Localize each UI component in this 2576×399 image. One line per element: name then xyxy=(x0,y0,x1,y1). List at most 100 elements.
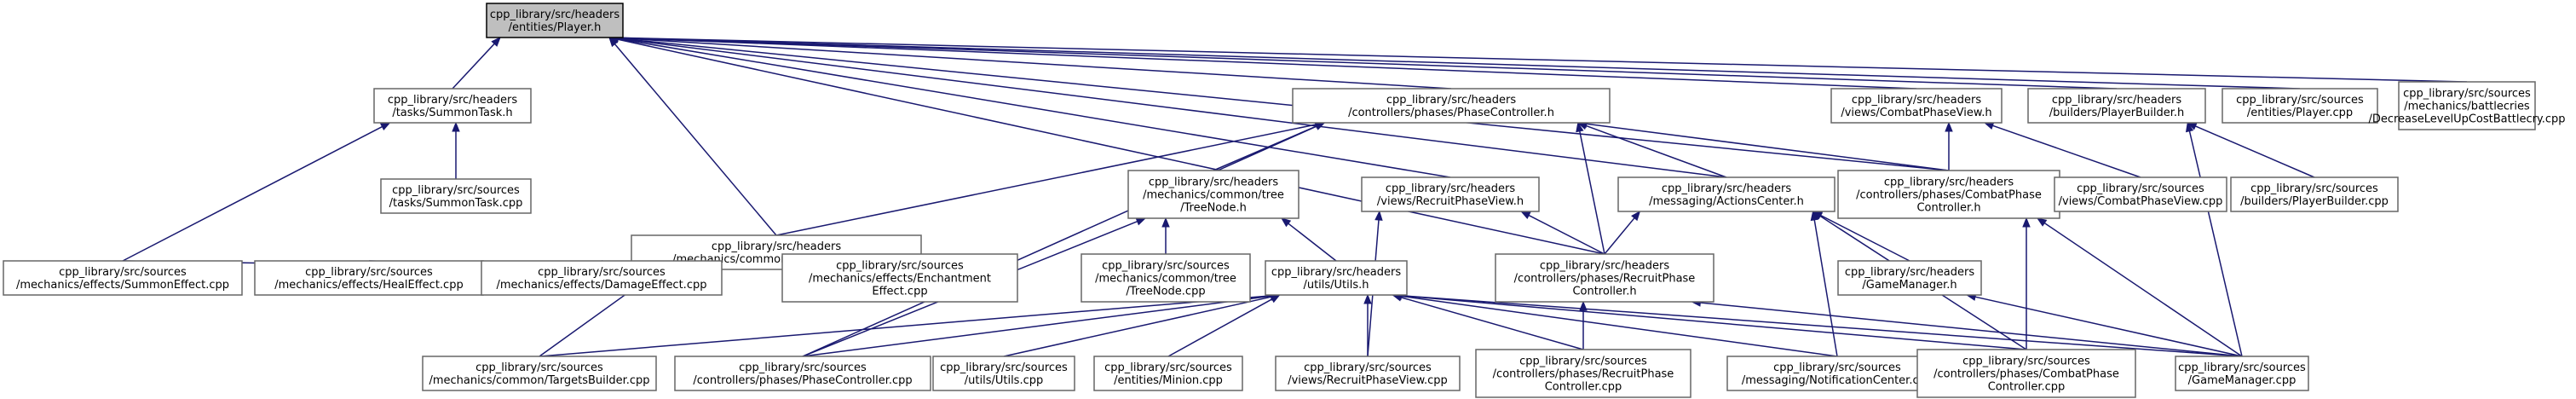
edge-arrowhead xyxy=(1631,210,1641,222)
node-label-line: /builders/PlayerBuilder.h xyxy=(2049,107,2184,119)
edge-playerbuilder-h-to-player-h xyxy=(617,37,2118,90)
edge-arrowhead xyxy=(1363,293,1372,304)
edge-player-cpp-to-player-h xyxy=(617,37,2301,90)
node-gamemanager-cpp[interactable]: cpp_library/src/sources/GameManager.cpp xyxy=(2175,356,2309,391)
edge-recruitphasecontroller-h-to-actionscenter-h xyxy=(1604,217,1635,255)
node-box xyxy=(2230,176,2399,212)
node-label-line: cpp_library/src/headers xyxy=(1852,94,1982,107)
node-label-line: /TreeNode.cpp xyxy=(1126,286,1205,298)
node-box xyxy=(1292,88,1611,124)
edge-utils-h-to-treenode-h xyxy=(1288,223,1337,262)
node-playerbuilder-h[interactable]: cpp_library/src/headers/builders/PlayerB… xyxy=(2027,88,2206,124)
node-label-line: cpp_library/src/headers xyxy=(1845,266,1975,279)
node-treenode-h[interactable]: cpp_library/src/headers/mechanics/common… xyxy=(1127,170,1300,219)
node-healeffect-cpp[interactable]: cpp_library/src/sources/mechanics/effect… xyxy=(254,260,484,296)
node-label-line: /views/RecruitPhaseView.h xyxy=(1377,195,1524,208)
node-label-line: /views/CombatPhaseView.h xyxy=(1841,107,1991,119)
node-box xyxy=(1830,88,2003,124)
node-minion-cpp[interactable]: cpp_library/src/sources/entities/Minion.… xyxy=(1093,356,1243,391)
edge-arrowhead xyxy=(1576,121,1584,133)
node-label-line: cpp_library/src/sources xyxy=(1102,260,1230,273)
node-label-line: cpp_library/src/sources xyxy=(305,266,433,279)
node-box xyxy=(1265,260,1408,296)
node-damageeffect-cpp[interactable]: cpp_library/src/sources/mechanics/effect… xyxy=(481,260,723,296)
node-label-line: /controllers/phases/RecruitPhase xyxy=(1493,368,1674,381)
edge-arrowhead xyxy=(1161,217,1170,228)
node-label-line: cpp_library/src/sources xyxy=(1304,361,1432,374)
node-recruitphasecontroller-h[interactable]: cpp_library/src/headers/controllers/phas… xyxy=(1495,253,1714,303)
node-combatphaseview-cpp[interactable]: cpp_library/src/sources/views/CombatPhas… xyxy=(2054,176,2227,212)
node-label-line: cpp_library/src/sources xyxy=(1962,356,2090,368)
node-label-line: /messaging/ActionsCenter.h xyxy=(1649,195,1804,208)
edge-arrowhead xyxy=(1812,211,1823,220)
node-label-line: Controller.h xyxy=(1572,286,1636,298)
node-box xyxy=(1475,349,1691,398)
node-box xyxy=(2398,81,2536,130)
graph-nodes: cpp_library/src/headers/entities/Player.… xyxy=(3,3,2566,398)
node-utils-cpp[interactable]: cpp_library/src/sources/utils/Utils.cpp xyxy=(932,356,1075,391)
node-combatphaseview-h[interactable]: cpp_library/src/headers/views/CombatPhas… xyxy=(1830,88,2003,124)
node-notificationcenter-cpp[interactable]: cpp_library/src/sources/messaging/Notifi… xyxy=(1726,356,1948,391)
edge-notificationcenter-cpp-to-utils-h xyxy=(1401,295,1838,357)
node-combatphasecontroller-h[interactable]: cpp_library/src/headers/controllers/phas… xyxy=(1837,170,2060,219)
edge-actionscenter-h-to-player-h xyxy=(617,38,1727,178)
node-box xyxy=(373,88,532,124)
node-combatphasecontroller-cpp[interactable]: cpp_library/src/sources/controllers/phas… xyxy=(1916,349,2136,398)
edge-phasecontroller-cpp-to-phasecontroller-h xyxy=(802,125,1317,357)
node-box xyxy=(1617,176,1835,212)
node-utils-h[interactable]: cpp_library/src/headers/utils/Utils.h xyxy=(1265,260,1408,296)
node-box xyxy=(1495,253,1714,303)
node-box xyxy=(1127,170,1300,219)
node-label-line: /DecreaseLevelUpCostBattlecry.cpp xyxy=(2368,113,2565,126)
node-phasecontroller-cpp[interactable]: cpp_library/src/sources/controllers/phas… xyxy=(674,356,931,391)
graph-edges xyxy=(122,33,2468,357)
node-label-line: /mechanics/common/tree xyxy=(1095,273,1236,286)
edge-phasecontroller-h-to-player-h xyxy=(617,37,1452,90)
edge-notificationcenter-cpp-to-actionscenter-h xyxy=(1813,219,1838,357)
node-box xyxy=(2175,356,2309,391)
edge-recruitphasecontroller-h-to-player-h xyxy=(617,38,1605,255)
node-recruitphaseview-h[interactable]: cpp_library/src/headers/views/RecruitPha… xyxy=(1361,176,1540,212)
node-box xyxy=(422,356,657,391)
edge-recruitphasecontroller-cpp-to-utils-h xyxy=(1400,297,1584,350)
edge-combatphasecontroller-cpp-to-utils-h xyxy=(1401,295,2027,350)
node-treenode-cpp[interactable]: cpp_library/src/sources/mechanics/common… xyxy=(1081,253,1251,303)
node-label-line: Controller.cpp xyxy=(1988,381,2066,394)
node-label-line: /controllers/phases/RecruitPhase xyxy=(1514,273,1696,286)
node-label-line: /GameManager.h xyxy=(1862,279,1956,292)
node-label-line: /tasks/SummonTask.h xyxy=(392,107,512,119)
node-label-line: Controller.h xyxy=(1916,202,1980,215)
node-decreaselevel-cpp[interactable]: cpp_library/src/sources/mechanics/battle… xyxy=(2368,81,2566,130)
node-box xyxy=(254,260,484,296)
edge-actionscenter-h-to-phasecontroller-h xyxy=(1585,124,1727,178)
edge-arrowhead xyxy=(1135,217,1147,226)
node-actionscenter-h[interactable]: cpp_library/src/headers/messaging/Action… xyxy=(1617,176,1835,212)
node-enchantment-cpp[interactable]: cpp_library/src/sources/mechanics/effect… xyxy=(781,253,1018,303)
edge-arrowhead xyxy=(1520,211,1531,219)
node-summoneffect-cpp[interactable]: cpp_library/src/sources/mechanics/effect… xyxy=(3,260,243,296)
node-summontask-cpp[interactable]: cpp_library/src/sources/tasks/SummonTask… xyxy=(380,178,532,214)
edge-arrowhead xyxy=(1579,300,1588,311)
node-label-line: cpp_library/src/sources xyxy=(392,184,520,197)
node-label-line: cpp_library/src/headers xyxy=(388,94,518,107)
edge-minion-cpp-to-utils-h xyxy=(1167,298,1273,357)
node-label-line: cpp_library/src/headers xyxy=(1540,260,1670,273)
node-playerbuilder-cpp[interactable]: cpp_library/src/sources/builders/PlayerB… xyxy=(2230,176,2399,212)
node-label-line: cpp_library/src/sources xyxy=(1773,361,1901,374)
node-player-h[interactable]: cpp_library/src/headers/entities/Player.… xyxy=(486,3,624,38)
node-summontask-h[interactable]: cpp_library/src/headers/tasks/SummonTask… xyxy=(373,88,532,124)
edge-targetsbuilder-h-to-phasecontroller-h xyxy=(775,124,1317,236)
edge-gamemanager-h-to-actionscenter-h xyxy=(1820,214,1910,262)
node-phasecontroller-h[interactable]: cpp_library/src/headers/controllers/phas… xyxy=(1292,88,1611,124)
node-label-line: cpp_library/src/sources xyxy=(1104,361,1232,374)
edge-combatphaseview-h-to-player-h xyxy=(617,37,1917,90)
node-targetsbuilder-cpp[interactable]: cpp_library/src/sources/mechanics/common… xyxy=(422,356,657,391)
node-box xyxy=(2054,176,2227,212)
node-label-line: cpp_library/src/headers xyxy=(712,240,842,253)
node-recruitphasecontroller-cpp[interactable]: cpp_library/src/sources/controllers/phas… xyxy=(1475,349,1691,398)
edge-gamemanager-cpp-to-combatphasecontroller-h xyxy=(2043,222,2243,357)
node-recruitphaseview-cpp[interactable]: cpp_library/src/sources/views/RecruitPha… xyxy=(1275,356,1461,391)
node-player-cpp[interactable]: cpp_library/src/sources/entities/Player.… xyxy=(2222,88,2378,124)
node-gamemanager-h[interactable]: cpp_library/src/headers/GameManager.h xyxy=(1837,260,1982,296)
